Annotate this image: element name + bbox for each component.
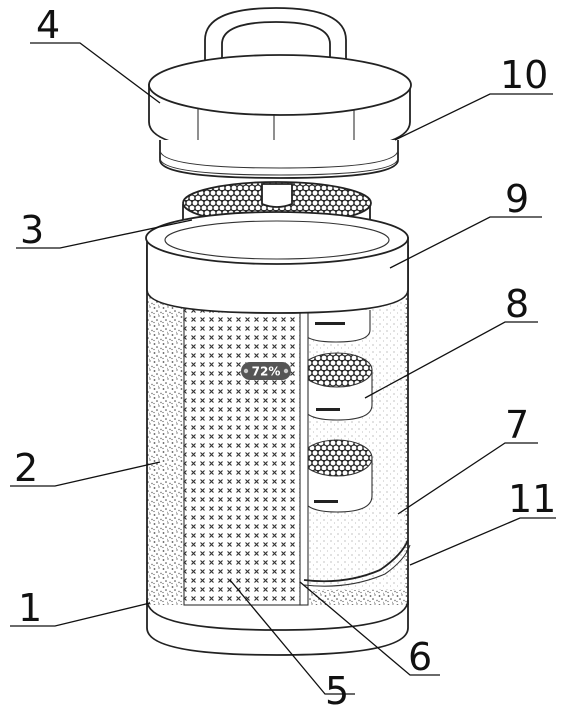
label-5: 5 [325,669,349,713]
divider-plate [299,304,309,606]
label-11: 11 [508,477,556,521]
label-9: 9 [505,177,529,221]
canister-body [145,211,411,656]
leader-lines [10,42,556,695]
bottom-ring [303,539,409,583]
label-1: 1 [18,586,42,630]
label-10: 10 [500,53,548,97]
progress-badge: 72% [241,362,291,380]
label-6: 6 [408,635,432,679]
label-7: 7 [505,403,529,447]
base-band [146,599,409,656]
label-4: 4 [36,3,60,47]
label-2: 2 [14,446,38,490]
label-8: 8 [505,282,529,326]
lid [148,7,412,179]
callout-labels: 4 10 3 9 8 7 2 11 1 6 5 [14,3,556,713]
label-3: 3 [20,208,44,252]
progress-badge-text: 72% [252,365,281,379]
lid-thread [159,140,399,179]
filter-screen [183,304,303,606]
